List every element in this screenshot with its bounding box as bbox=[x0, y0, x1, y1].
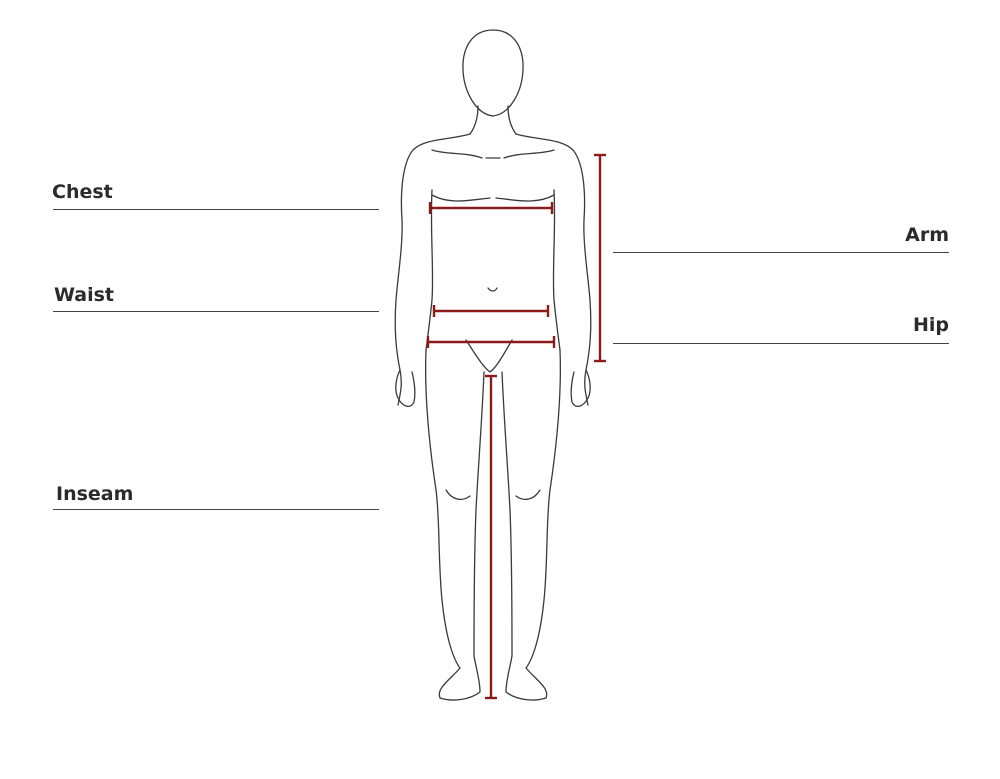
waist-label: Waist bbox=[54, 284, 115, 306]
chest-label: Chest bbox=[52, 181, 113, 203]
arm-rule bbox=[613, 252, 949, 253]
right-leg-outline bbox=[505, 349, 562, 701]
navel-detail bbox=[487, 287, 498, 292]
crotch-detail bbox=[465, 339, 513, 373]
waist-rule bbox=[53, 311, 379, 312]
chest-detail bbox=[431, 149, 555, 202]
hip-measure-line bbox=[426, 336, 556, 348]
left-leg-outline bbox=[424, 349, 481, 701]
left-hand-outline bbox=[395, 369, 416, 408]
head-outline bbox=[462, 29, 524, 117]
inseam-label: Inseam bbox=[56, 483, 134, 505]
inner-leg-outline bbox=[473, 371, 513, 657]
arm-measure-line bbox=[594, 153, 606, 363]
arm-label: Arm bbox=[905, 224, 949, 246]
knee-detail bbox=[445, 489, 541, 501]
inseam-measure-line bbox=[485, 374, 497, 700]
neck-outline bbox=[469, 105, 517, 135]
waist-measure-line bbox=[432, 305, 550, 317]
right-hand-outline bbox=[570, 369, 591, 408]
hip-rule bbox=[613, 343, 949, 344]
inseam-rule bbox=[53, 509, 379, 510]
chest-rule bbox=[53, 209, 379, 210]
hip-label: Hip bbox=[912, 314, 949, 336]
chest-measure-line bbox=[428, 202, 554, 214]
